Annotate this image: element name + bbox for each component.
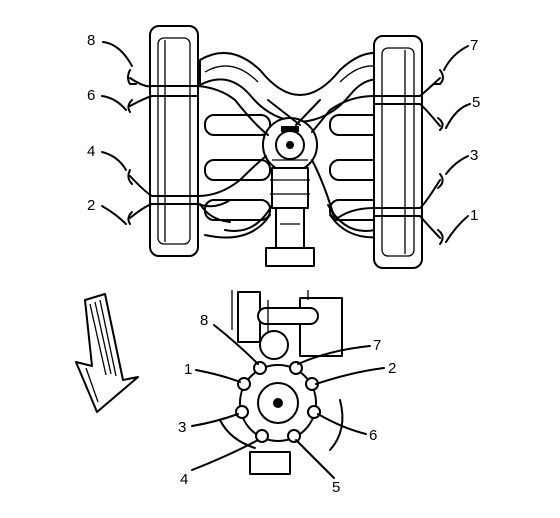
label-cyl-1-top: 1	[470, 207, 478, 224]
label-cyl-4-front: 4	[180, 471, 188, 488]
distributor-cap-front	[235, 361, 321, 443]
label-cyl-6-front: 6	[369, 427, 377, 444]
left-valve-cover	[149, 25, 199, 257]
intake-manifold	[199, 52, 396, 123]
label-cyl-4-top: 4	[87, 143, 95, 160]
engine-top-view: 8 6 4 2 7 5 3 1	[87, 25, 480, 269]
view-direction-arrow	[75, 293, 139, 413]
label-cyl-7-top: 7	[470, 37, 478, 54]
front-engine-parts	[219, 290, 344, 475]
label-cyl-7-front: 7	[373, 337, 381, 354]
cap-towers	[235, 361, 321, 443]
label-cyl-2-front: 2	[388, 360, 396, 377]
label-cyl-2-top: 2	[87, 197, 95, 214]
right-wire-looms	[329, 77, 441, 239]
label-cyl-3-top: 3	[470, 147, 478, 164]
right-valve-cover	[373, 35, 423, 269]
label-cyl-8-front: 8	[200, 312, 208, 329]
left-wire-looms	[129, 77, 241, 223]
distributor-wires	[234, 99, 336, 221]
front-leader-lines	[191, 324, 385, 479]
distributor-housing	[265, 167, 315, 267]
label-cyl-5-front: 5	[332, 479, 340, 496]
label-cyl-1-front: 1	[184, 361, 192, 378]
distributor-cap-top	[262, 117, 318, 173]
right-plug-boots	[433, 69, 444, 245]
distributor-front-view: 8 7 1 2 3 6 4 5	[178, 290, 396, 496]
label-cyl-5-top: 5	[472, 94, 480, 111]
label-cyl-8-top: 8	[87, 32, 95, 49]
label-cyl-3-front: 3	[178, 419, 186, 436]
left-plug-boots	[127, 69, 137, 225]
label-cyl-6-top: 6	[87, 87, 95, 104]
top-leader-lines	[101, 41, 471, 243]
